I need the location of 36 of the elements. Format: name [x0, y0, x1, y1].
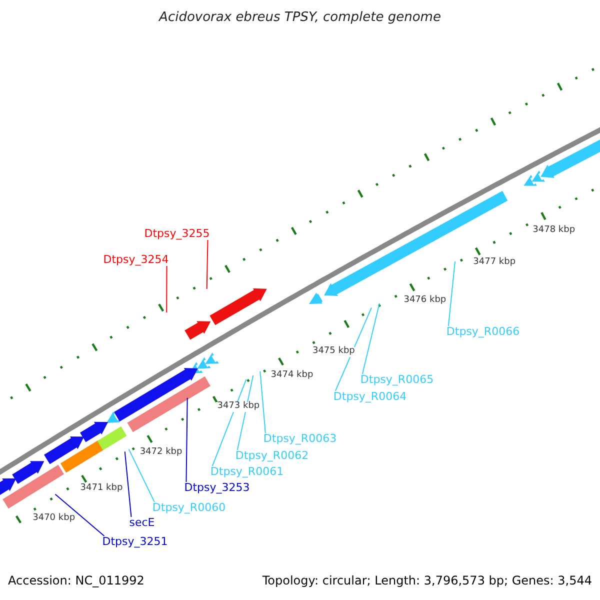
leader-line: [334, 307, 372, 392]
gene-label: Dtpsy_R0066: [446, 326, 520, 338]
leader-line: [206, 240, 208, 290]
gene-label: Dtpsy_3253: [184, 482, 250, 494]
scale-label: 3471 kbp: [79, 484, 124, 494]
scale-label: 3474 kbp: [270, 371, 314, 381]
scale-label: 3478 kbp: [532, 226, 576, 236]
gene-label: Dtpsy_R0063: [263, 432, 337, 446]
scale-label: 3473 kbp: [216, 402, 261, 412]
genome-stats-label: Topology: circular; Length: 3,796,573 bp; Genes: 3,544: [262, 574, 592, 588]
gene-label: Dtpsy_3251: [102, 536, 168, 548]
scale-label: 3477 kbp: [472, 258, 517, 268]
gene-label: Dtpsy_3254: [103, 254, 169, 266]
leader-line: [166, 266, 168, 314]
scale-label: 3472 kbp: [138, 448, 184, 458]
gene-label: Dtpsy_R0061: [210, 466, 284, 478]
gene-label: Dtpsy_3255: [144, 228, 210, 240]
gene-label: Dtpsy_R0065: [360, 374, 434, 386]
leader-line: [212, 378, 247, 466]
gene-label: Dtpsy_R0064: [333, 390, 407, 404]
leader-line: [362, 302, 380, 374]
gene-label: Dtpsy_R0062: [235, 450, 309, 462]
leader-line: [236, 374, 254, 450]
leader-line: [448, 260, 456, 326]
scale-label: 3470 kbp: [32, 514, 76, 524]
gene-label: Dtpsy_R0060: [152, 502, 226, 514]
accession-label: Accession: NC_011992: [8, 574, 144, 588]
leader-line: [124, 451, 132, 518]
scale-label: 3476 kbp: [402, 296, 448, 306]
scale-label: 3475 kbp: [311, 347, 356, 357]
leader-line: [54, 494, 105, 536]
diagram-title: Acidovorax ebreus TPSY, complete genome: [159, 10, 441, 26]
leader-line: [260, 370, 266, 434]
gene-label: secE: [129, 516, 155, 530]
leader-line: [128, 448, 155, 502]
leader-line: [186, 397, 188, 482]
